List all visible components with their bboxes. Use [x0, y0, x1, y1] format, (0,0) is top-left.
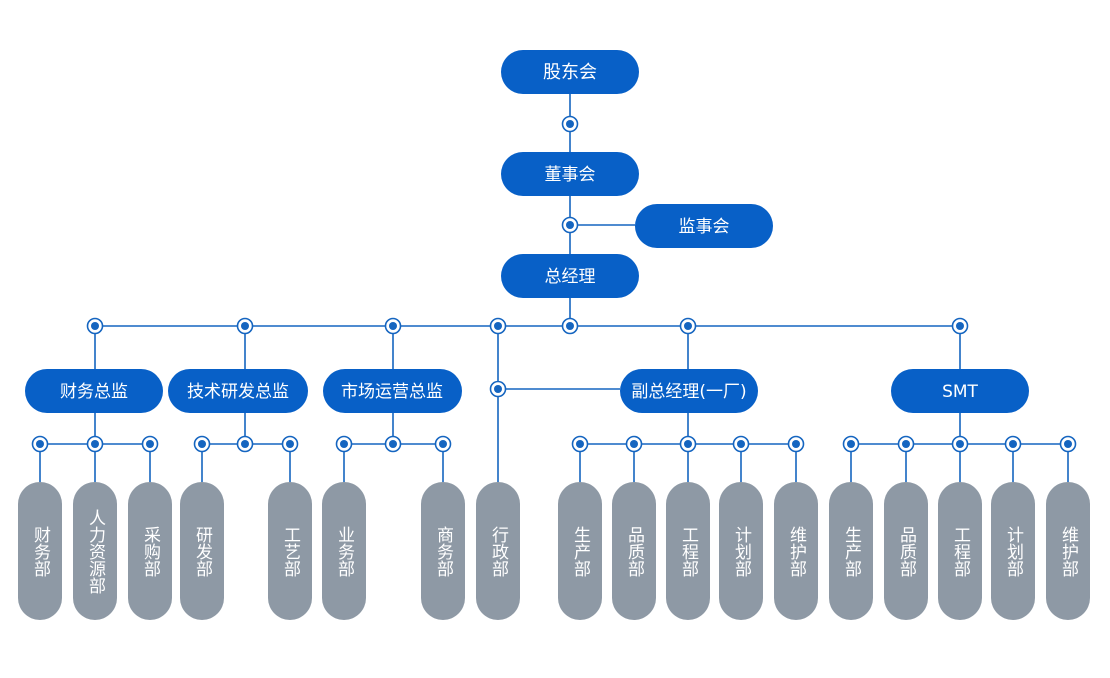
connector-dot-icon [86, 317, 104, 335]
connector-dot-icon [335, 435, 353, 453]
node-board[interactable]: 董事会 [501, 152, 639, 196]
department-label: 计划部 [1003, 525, 1023, 577]
department-node[interactable]: 行政部 [476, 482, 520, 620]
node-director-tech[interactable]: 技术研发总监 [168, 369, 308, 413]
connector-dot-icon [193, 435, 211, 453]
connector-dot-icon [625, 435, 643, 453]
node-director-finance[interactable]: 财务总监 [25, 369, 163, 413]
connector-dot-icon [384, 317, 402, 335]
department-node[interactable]: 工程部 [666, 482, 710, 620]
connector-dot-icon [236, 317, 254, 335]
department-label: 生产部 [570, 525, 590, 577]
connector-dot-icon [561, 216, 579, 234]
connector-dot-icon [679, 317, 697, 335]
connector-dot-icon [951, 317, 969, 335]
connector-dot-icon [86, 435, 104, 453]
department-node[interactable]: 工程部 [938, 482, 982, 620]
node-general-manager-label: 总经理 [545, 267, 596, 287]
department-node[interactable]: 生产部 [829, 482, 873, 620]
department-label: 研发部 [192, 525, 212, 577]
connector-dot-icon [31, 435, 49, 453]
node-shareholders-label: 股东会 [543, 62, 597, 83]
connector-dot-icon [281, 435, 299, 453]
department-node[interactable]: 业务部 [322, 482, 366, 620]
node-general-manager[interactable]: 总经理 [501, 254, 639, 298]
department-node[interactable]: 财务部 [18, 482, 62, 620]
department-label: 工程部 [678, 525, 698, 577]
department-node[interactable]: 品质部 [884, 482, 928, 620]
node-supervisors-label: 监事会 [679, 217, 730, 237]
connector-dot-icon [561, 317, 579, 335]
director-label: 财务总监 [60, 382, 128, 402]
department-node[interactable]: 维护部 [1046, 482, 1090, 620]
connector-dot-icon [897, 435, 915, 453]
department-label: 工程部 [950, 525, 970, 577]
node-director-vgm1[interactable]: 副总经理(一厂) [620, 369, 758, 413]
department-label: 计划部 [731, 525, 751, 577]
connector-dot-icon [679, 435, 697, 453]
connector-dot-icon [951, 435, 969, 453]
connector-dot-icon [732, 435, 750, 453]
node-director-market[interactable]: 市场运营总监 [323, 369, 462, 413]
department-node[interactable]: 采购部 [128, 482, 172, 620]
node-supervisors[interactable]: 监事会 [635, 204, 773, 248]
department-label: 财务部 [30, 525, 50, 577]
connector-dot-icon [571, 435, 589, 453]
department-node[interactable]: 商务部 [421, 482, 465, 620]
connector-dot-icon [842, 435, 860, 453]
connector-dot-icon [236, 435, 254, 453]
department-label: 人力资源部 [85, 508, 105, 594]
department-label: 工艺部 [280, 525, 300, 577]
director-label: 市场运营总监 [341, 382, 443, 402]
connector-dots [31, 115, 1077, 453]
connector-dot-icon [141, 435, 159, 453]
department-node[interactable]: 人力资源部 [73, 482, 117, 620]
connector-dot-icon [1004, 435, 1022, 453]
department-label: 生产部 [841, 525, 861, 577]
director-label: SMT [942, 382, 978, 402]
node-board-label: 董事会 [545, 165, 596, 185]
department-node[interactable]: 研发部 [180, 482, 224, 620]
department-label: 行政部 [488, 525, 508, 577]
director-label: 技术研发总监 [187, 382, 289, 402]
connector-dot-icon [1059, 435, 1077, 453]
connector-dot-icon [787, 435, 805, 453]
director-label: 副总经理(一厂) [631, 382, 746, 402]
department-label: 商务部 [433, 525, 453, 577]
department-node[interactable]: 品质部 [612, 482, 656, 620]
connector-dot-icon [434, 435, 452, 453]
node-shareholders[interactable]: 股东会 [501, 50, 639, 94]
department-node[interactable]: 计划部 [991, 482, 1035, 620]
connector-dot-icon [384, 435, 402, 453]
department-node[interactable]: 工艺部 [268, 482, 312, 620]
node-director-smt[interactable]: SMT [891, 369, 1029, 413]
department-label: 品质部 [896, 525, 916, 577]
department-node[interactable]: 维护部 [774, 482, 818, 620]
department-label: 采购部 [140, 525, 160, 577]
connector-dot-icon [489, 317, 507, 335]
department-label: 品质部 [624, 525, 644, 577]
department-label: 维护部 [1058, 525, 1078, 577]
department-label: 业务部 [334, 525, 354, 577]
department-node[interactable]: 计划部 [719, 482, 763, 620]
nodes: 股东会 董事会 监事会 总经理 财务总监 技术研发总监 市场运营总监 副总经理 [25, 50, 1029, 413]
department-node[interactable]: 生产部 [558, 482, 602, 620]
department-label: 维护部 [786, 525, 806, 577]
connector-dot-icon [489, 380, 507, 398]
connector-dot-icon [561, 115, 579, 133]
